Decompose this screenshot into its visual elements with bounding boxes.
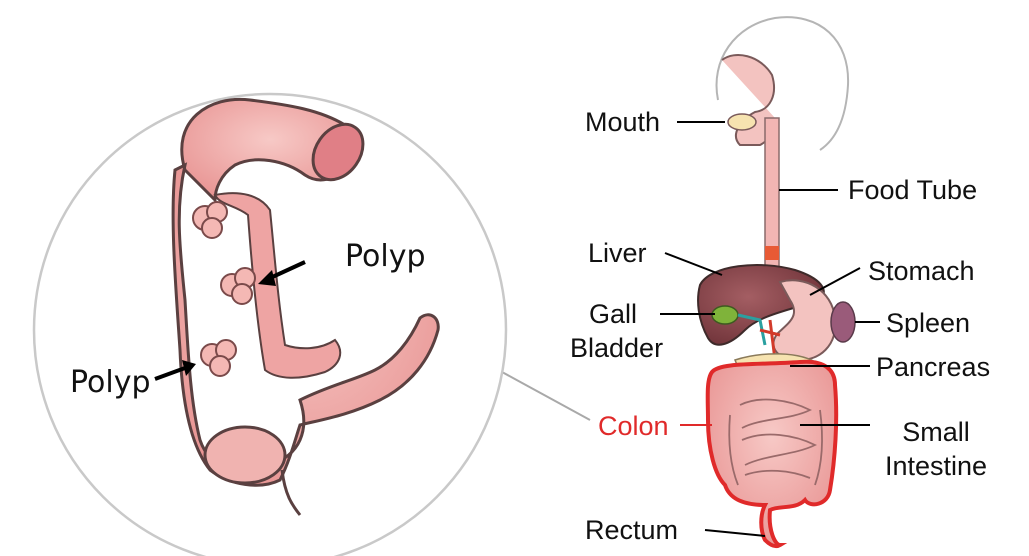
pancreas-label: Pancreas xyxy=(876,354,990,381)
anatomy-figure xyxy=(660,17,880,546)
stomach-label: Stomach xyxy=(868,258,975,285)
rectum-leader xyxy=(705,530,765,536)
food-tube-label: Food Tube xyxy=(848,177,977,204)
colon-cecum xyxy=(205,427,285,483)
mouth-label: Mouth xyxy=(585,109,660,136)
spleen-shape xyxy=(831,302,855,342)
spleen-label: Spleen xyxy=(886,310,970,337)
zoom-connector-line xyxy=(502,372,590,420)
mouth-icon xyxy=(728,114,756,130)
esophageal-sphincter xyxy=(765,246,779,260)
liver-label: Liver xyxy=(588,240,647,267)
colon-highlight-shape xyxy=(708,362,837,546)
colon-label: Colon xyxy=(598,413,669,440)
colon-zoom-view xyxy=(34,94,506,556)
liver-leader xyxy=(665,253,722,275)
gall-bladder-shape xyxy=(712,306,738,324)
polyp-label-upper: Polyp xyxy=(345,242,426,272)
polyp-label-lower: Polyp xyxy=(70,368,151,398)
rectum-label: Rectum xyxy=(585,517,678,544)
